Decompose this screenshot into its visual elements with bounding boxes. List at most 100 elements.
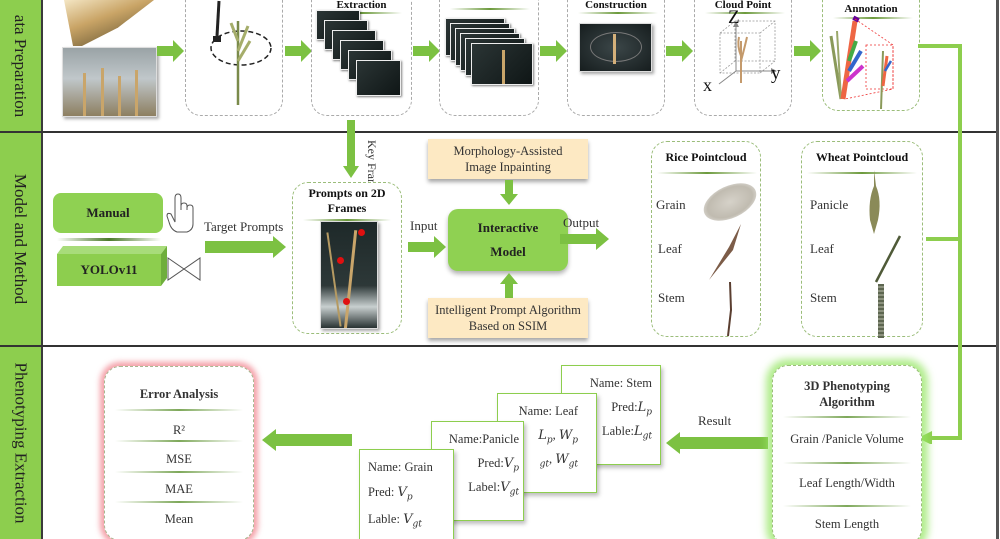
card-name: Name: Stem xyxy=(589,376,652,390)
card-pred: Lp, Wp xyxy=(538,428,578,446)
arrow-right-icon xyxy=(666,40,693,62)
title-rule xyxy=(450,8,530,10)
target-prompts-label: Target Prompts xyxy=(204,219,284,234)
yolo-box-3d xyxy=(57,246,167,286)
wheat-stem-pointcloud xyxy=(878,284,884,338)
arrow-right-icon xyxy=(413,40,440,62)
lane-label-text: Model and Method xyxy=(11,173,31,304)
interactive-model-title-line2: Model xyxy=(490,244,526,259)
annotated-panicle-icon xyxy=(829,15,894,110)
lane-label-text: Phenotyping Extraction xyxy=(11,361,31,524)
step-title: Construction xyxy=(585,0,647,11)
xyz-cube-icon xyxy=(718,20,777,85)
trait-stem: Stem Length xyxy=(814,517,880,531)
error-analysis-title: Error Analysis xyxy=(139,387,219,401)
manual-button[interactable]: Manual xyxy=(53,193,163,233)
wheat-panicle-pointcloud xyxy=(869,170,880,234)
wheat-pointcloud-title: Wheat Pointcloud xyxy=(815,150,909,164)
step-frame-filtering xyxy=(439,0,539,116)
error-analysis-box: Error Analysis R² MSE MAE Mean xyxy=(104,366,254,539)
title-rule xyxy=(303,219,391,221)
card-pred: Pred: Vp xyxy=(368,485,413,503)
arrow-right-icon xyxy=(560,228,609,250)
divider xyxy=(57,238,161,241)
arrow-up-icon xyxy=(500,273,518,299)
title-rule xyxy=(807,172,917,174)
card-name: Name: Leaf xyxy=(518,404,578,418)
yolo-button[interactable]: YOLOv11 xyxy=(57,254,161,286)
wheat-part-label: Leaf xyxy=(810,241,834,256)
frame-border xyxy=(996,0,999,539)
wheat-part-label: Panicle xyxy=(810,197,849,212)
ssim-box: Intelligent Prompt Algorithm Based on SS… xyxy=(428,298,588,338)
lane-divider xyxy=(0,131,997,133)
card-grain: Name: Grain Pred: Vp Lable: Vgt xyxy=(359,449,454,539)
output-label: Output xyxy=(563,215,600,230)
algorithm-title: 3D Phenotyping Algorithm xyxy=(804,379,890,409)
card-label: Lable:Lgt xyxy=(602,424,652,442)
title-rule xyxy=(833,17,913,19)
video-frame xyxy=(356,60,401,96)
row-divider xyxy=(115,471,243,473)
greenhouse-photo xyxy=(62,47,157,117)
result-label: Result xyxy=(698,413,732,428)
step-title: Extraction xyxy=(336,0,387,11)
prompts-on-frames-box: Prompts on 2D Frames xyxy=(292,182,402,334)
row-divider xyxy=(115,440,243,442)
reconstruction-image xyxy=(579,23,652,72)
ssim-label: Intelligent Prompt Algorithm Based on SS… xyxy=(435,303,581,333)
rice-part-label: Stem xyxy=(658,290,685,305)
lane-model-and-method: Model and Method xyxy=(0,132,43,345)
card-panicle: Name:Panicle Pred:Vp Label:Vgt xyxy=(431,421,524,521)
rice-pointcloud-box: Rice Pointcloud Grain Leaf Stem xyxy=(651,141,763,337)
card-name: Name: Grain xyxy=(368,460,433,474)
bowtie-icon xyxy=(167,257,201,281)
arrow-right-icon xyxy=(794,40,821,62)
arrow-right-icon xyxy=(157,40,184,62)
rice-part-label: Leaf xyxy=(658,241,682,256)
prompts-title: Prompts on 2D Frames xyxy=(308,186,386,215)
yolo-label: YOLOv11 xyxy=(80,262,138,277)
rice-part-label: Grain xyxy=(656,197,686,212)
trait-leaf: Leaf Length/Width xyxy=(799,476,895,490)
card-label: Lable: Vgt xyxy=(368,512,422,530)
step-point-cloud: Cloud Point Z x y xyxy=(694,0,792,116)
prompt-point xyxy=(337,257,344,264)
step-title: Annotation xyxy=(844,3,898,15)
arrow-right-icon xyxy=(540,40,567,62)
hand-pointer-icon xyxy=(166,193,194,233)
step-annotation: Annotation xyxy=(822,0,920,111)
arrow-down-icon xyxy=(343,120,359,178)
arrow-right-icon xyxy=(408,236,446,258)
lane-phenotyping-extraction: Phenotyping Extraction xyxy=(0,346,43,539)
wheat-part-label: Stem xyxy=(810,290,837,305)
title-rule xyxy=(705,12,785,14)
step-reconstruction: Construction xyxy=(567,0,665,116)
rice-grain-pointcloud xyxy=(697,175,763,229)
phenotyping-algorithm-box: 3D Phenotyping Algorithm Grain /Panicle … xyxy=(772,365,922,539)
inpainting-label: Morphology-Assisted Image Inpainting xyxy=(453,144,563,174)
axis-z-label: Z xyxy=(728,7,740,28)
camera-and-panicle-icon xyxy=(210,0,272,105)
metric-mean: Mean xyxy=(164,512,194,526)
rice-leaf-pointcloud xyxy=(709,224,741,280)
row-divider xyxy=(115,409,243,411)
row-divider xyxy=(783,505,911,507)
metric-mae: MAE xyxy=(165,482,193,496)
title-rule xyxy=(657,172,757,174)
inpainting-box: Morphology-Assisted Image Inpainting xyxy=(428,139,588,179)
trait-volume: Grain /Panicle Volume xyxy=(790,432,904,446)
row-divider xyxy=(783,416,911,418)
step-title: Cloud Point xyxy=(714,0,772,11)
video-frame xyxy=(471,43,533,85)
interactive-model-title-line1: Interactive xyxy=(477,220,539,235)
input-label: Input xyxy=(410,218,438,233)
arrow-right-icon xyxy=(205,236,286,258)
metric-mse: MSE xyxy=(166,452,192,466)
arrow-left-icon xyxy=(262,429,352,451)
row-divider xyxy=(115,501,243,503)
prompt-point xyxy=(358,229,365,236)
card-pred: Pred:Lp xyxy=(611,400,652,418)
interactive-model-box: Interactive Model xyxy=(448,209,568,271)
arrow-down-icon xyxy=(500,180,518,205)
